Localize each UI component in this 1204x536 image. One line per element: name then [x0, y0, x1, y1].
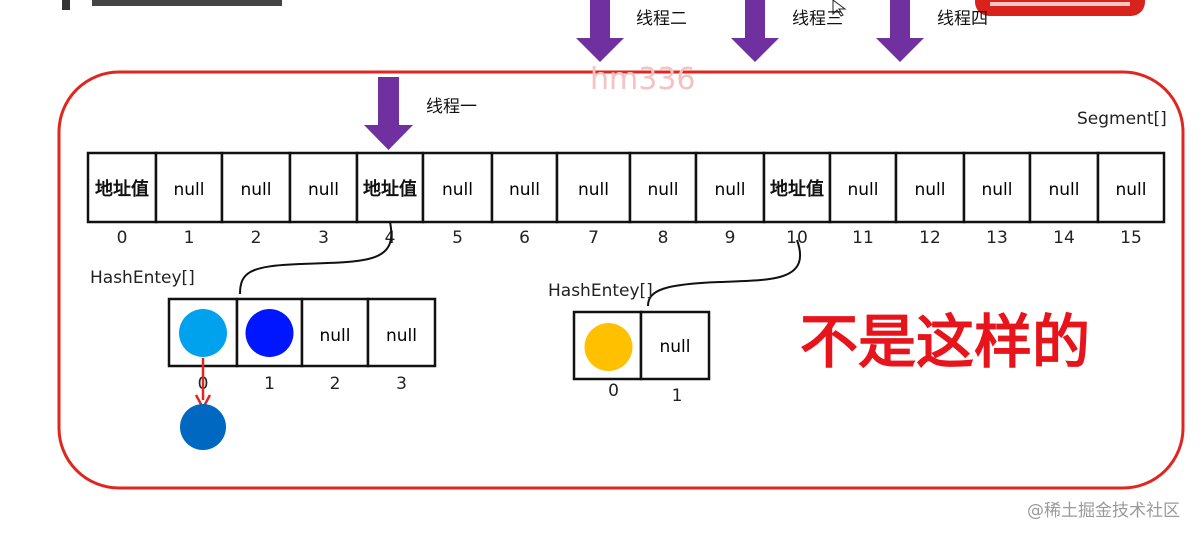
segment-index: 15 — [1120, 228, 1142, 248]
connector-curve-10 — [647, 239, 801, 307]
segment-cell — [555, 151, 632, 224]
segment-cell-value: null — [982, 180, 1013, 200]
yellow-node-icon — [584, 323, 633, 371]
thread-label-1: 线程一 — [426, 97, 477, 117]
segment-cell-value: null — [1116, 180, 1147, 200]
segment-cell — [762, 151, 832, 224]
hash-right-index: 0 — [608, 381, 619, 401]
light-blue-node-icon — [179, 309, 227, 357]
segment-index: 11 — [852, 228, 874, 248]
segment-cell — [220, 151, 292, 224]
segment-cell-value: null — [442, 180, 473, 200]
segment-cell — [86, 151, 158, 224]
hash-left-cell-value: null — [386, 326, 417, 346]
thread-label-4: 线程四 — [937, 9, 988, 29]
callout-text: 不是这样的 — [800, 308, 1090, 376]
segment-index: 10 — [786, 228, 808, 248]
segment-cell-value: 地址值 — [770, 178, 824, 200]
hash-right-cell-value: null — [660, 337, 691, 357]
segment-cell — [288, 151, 359, 224]
thread-label-3: 线程三 — [792, 9, 843, 29]
segment-cell — [421, 151, 494, 224]
hash-left-index: 2 — [330, 374, 341, 394]
segment-cell-value: null — [715, 180, 746, 200]
top-banner-text-icon — [990, 2, 1130, 6]
segment-cell — [1028, 151, 1100, 224]
hash-right-label: HashEntey[] — [548, 281, 653, 301]
segment-cell — [828, 151, 898, 224]
segment-cell-value: null — [509, 180, 540, 200]
segment-index: 7 — [588, 228, 599, 248]
segment-index: 12 — [919, 228, 941, 248]
hash-left-label: HashEntey[] — [90, 268, 195, 288]
segment-index: 2 — [251, 228, 262, 248]
segment-cell — [490, 151, 559, 224]
segment-cell-value: null — [648, 180, 679, 200]
segment-index: 1 — [184, 228, 195, 248]
hash-left-index: 3 — [396, 374, 407, 394]
segment-cell-value: null — [915, 180, 946, 200]
mouse-cursor-icon — [832, 0, 847, 17]
segment-cell — [628, 151, 698, 224]
hash-left-array: 01null2null3 — [167, 297, 437, 394]
segment-cell-value: null — [1049, 180, 1080, 200]
thread-arrow-1 — [364, 77, 413, 150]
thread-arrow-3 — [731, 0, 779, 62]
watermark: hm336 — [590, 62, 696, 97]
hash-left-index: 1 — [264, 374, 275, 394]
segment-index: 3 — [318, 228, 329, 248]
segment-cell-value: 地址值 — [95, 178, 149, 200]
segment-index: 5 — [452, 228, 463, 248]
segment-cell-value: null — [241, 180, 272, 200]
footer-watermark: @稀土掘金技术社区 — [1027, 501, 1180, 521]
hash-left-cell-value: null — [320, 326, 351, 346]
segment-cell-value: null — [308, 180, 339, 200]
segment-cell-value: null — [578, 180, 609, 200]
segment-cell — [894, 151, 966, 224]
thread-arrow-4 — [876, 0, 924, 62]
blue-node-icon — [245, 309, 294, 357]
hash-left-cell — [300, 297, 370, 368]
thread-arrow-2 — [576, 0, 624, 62]
segment-index: 6 — [519, 228, 530, 248]
outer-border — [57, 70, 1185, 490]
segment-cell-value: 地址值 — [363, 178, 417, 200]
segment-index: 0 — [117, 228, 128, 248]
dark-blue-node-icon — [180, 404, 226, 450]
segment-index: 4 — [385, 228, 396, 248]
thread-label-2: 线程二 — [636, 9, 687, 29]
segment-cell-value: null — [848, 180, 879, 200]
segment-index: 9 — [725, 228, 736, 248]
heading-fragment-icon — [92, 0, 282, 6]
hash-left-cell — [366, 297, 437, 368]
segment-index: 14 — [1053, 228, 1075, 248]
segment-label: Segment[] — [1077, 109, 1167, 129]
connector-curve-4 — [239, 221, 393, 295]
segment-cell — [1096, 151, 1166, 224]
heading-bullet-icon — [62, 0, 70, 10]
hash-right-index: 1 — [672, 386, 683, 406]
segment-cell-value: null — [174, 180, 205, 200]
segment-index: 8 — [658, 228, 669, 248]
segment-index: 13 — [986, 228, 1008, 248]
segment-array: 地址值 null null null 地址值 null null null null null 地址… — [86, 151, 1166, 224]
hash-right-array: 0 null 1 — [572, 310, 711, 406]
hash-right-cell — [639, 310, 711, 381]
